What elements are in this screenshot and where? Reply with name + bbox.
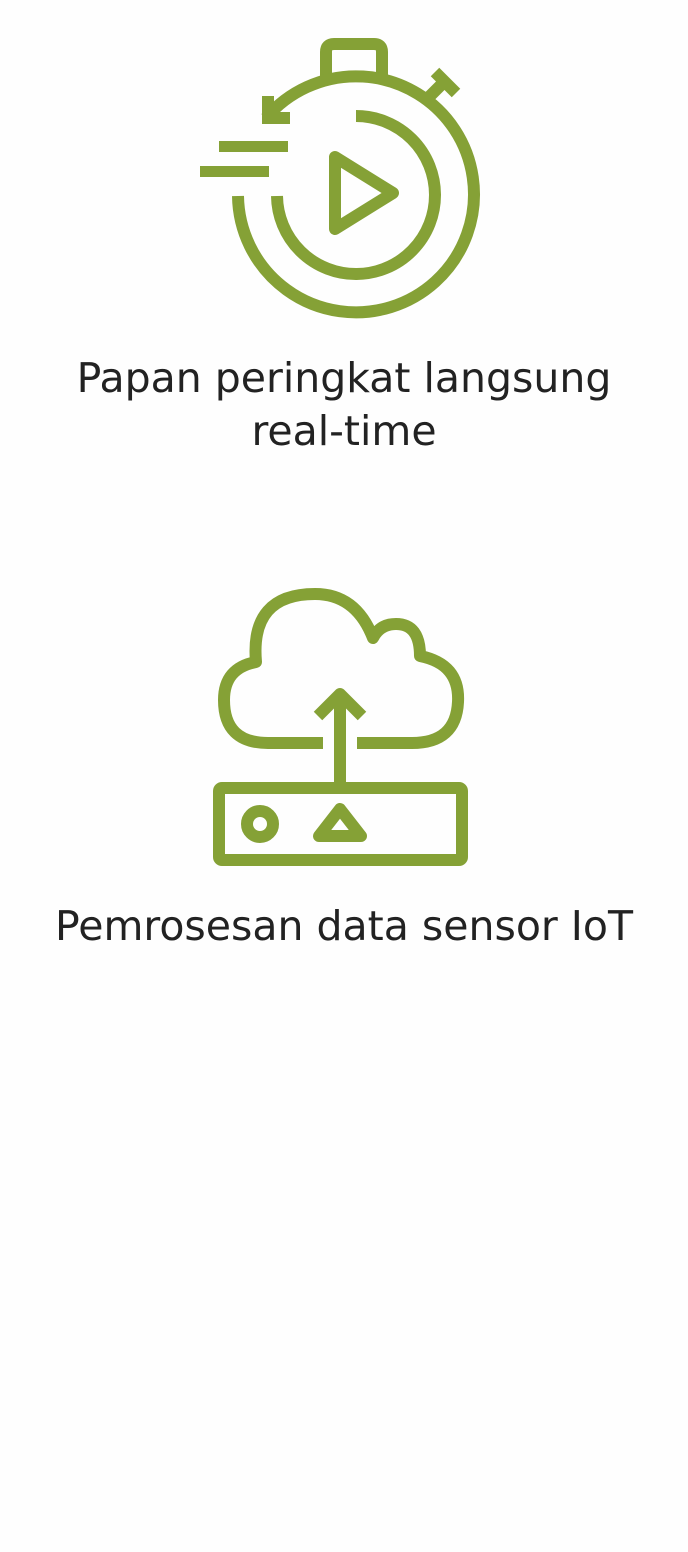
cloud-upload-device-icon [205, 580, 480, 875]
feature-caption-line: real-time [251, 407, 437, 455]
feature-realtime-leaderboard: Papan peringkat langsung real-time [0, 0, 688, 480]
feature-caption-line: Pemrosesan data sensor IoT [54, 902, 634, 950]
feature-iot-sensor-processing: Pemrosesan data sensor IoT [0, 560, 688, 980]
feature-caption-line: Papan peringkat langsung [76, 354, 612, 402]
stopwatch-play-icon [195, 34, 485, 324]
